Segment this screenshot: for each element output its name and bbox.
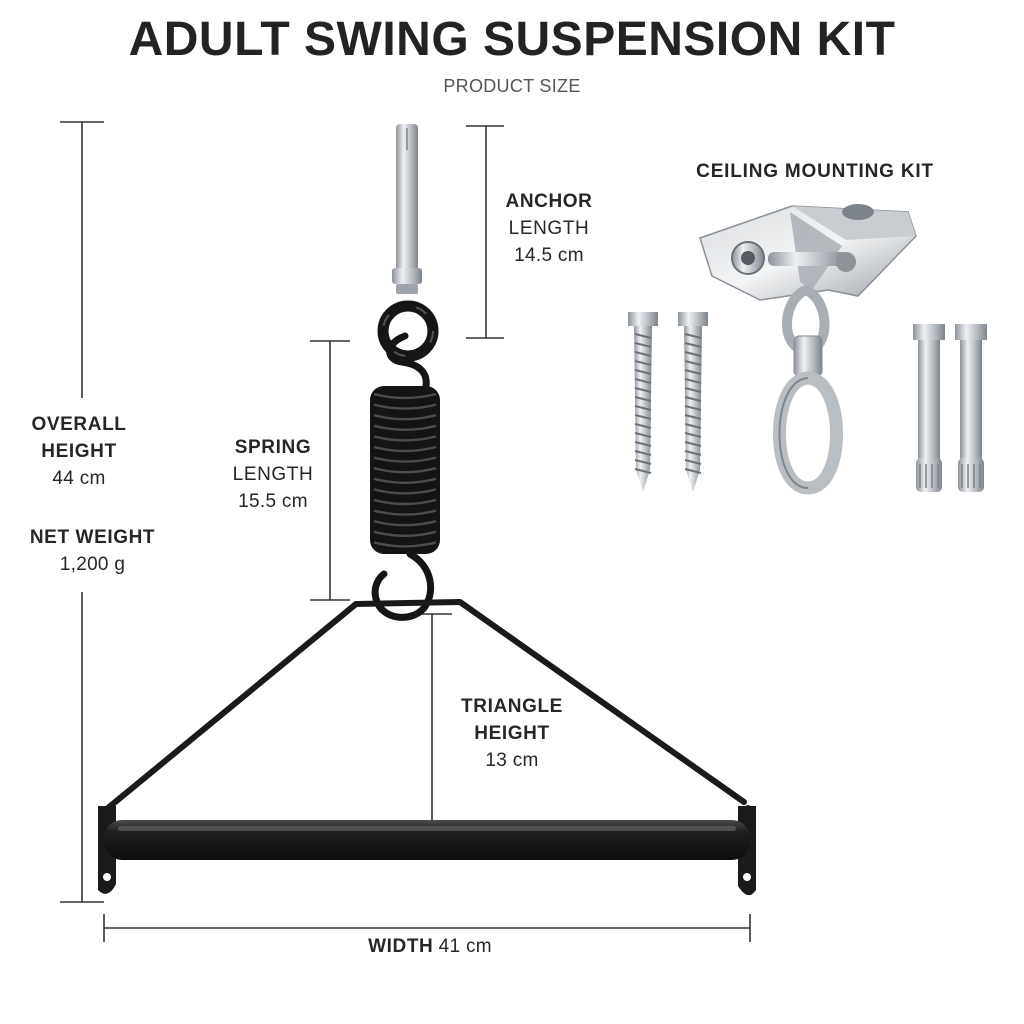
screw-thread (634, 468, 652, 474)
screw-thread (684, 432, 702, 438)
spring-coil (373, 456, 437, 463)
overall-height-value: 44 cm (52, 468, 106, 489)
width-title: WIDTH (368, 936, 434, 957)
anchor-length-label: ANCHOR LENGTH 14.5 cm (494, 188, 604, 269)
spring-coil (373, 530, 437, 537)
screw-thread (684, 423, 702, 429)
width-label: WIDTH 41 cm (320, 933, 540, 960)
screw-thread (634, 396, 652, 402)
lower-hook (371, 550, 435, 621)
page-subtitle: PRODUCT SIZE (443, 76, 581, 96)
spring-coil (373, 467, 437, 474)
anchor-length-title-1: ANCHOR (505, 191, 593, 212)
spring-length-value: 15.5 cm (238, 491, 308, 512)
spring-length-dimension (310, 340, 350, 601)
spring-coil (373, 435, 437, 442)
overall-height-title-2: HEIGHT (41, 441, 117, 462)
screw-thread (684, 360, 702, 366)
screw-thread (634, 432, 652, 438)
swivel-hook (773, 284, 843, 495)
coil-spring (370, 386, 440, 554)
spring-coil (373, 520, 437, 527)
screw-thread (634, 405, 652, 411)
screw-thread (634, 351, 652, 357)
spring-length-title-2: LENGTH (232, 464, 314, 485)
spring-length-title-1: SPRING (234, 437, 312, 458)
net-weight-label: NET WEIGHT 1,200 g (20, 524, 165, 578)
screw-thread (634, 369, 652, 375)
screw-thread (634, 387, 652, 393)
net-weight-title: NET WEIGHT (29, 527, 156, 548)
net-weight-value: 1,200 g (59, 554, 126, 575)
triangle-height-label: TRIANGLE HEIGHT 13 cm (432, 693, 592, 774)
screw-thread (634, 423, 652, 429)
spring-coil (373, 488, 437, 495)
spring-coil (373, 509, 437, 516)
spring-coil (373, 414, 437, 421)
screw-thread (684, 405, 702, 411)
anchor-sleeve-1 (913, 324, 945, 492)
spring-coil (373, 424, 437, 431)
screw-thread (684, 342, 702, 348)
triangle-height-title-2: HEIGHT (474, 723, 550, 744)
screw-thread (684, 369, 702, 375)
spring-coil (373, 445, 437, 453)
ceiling-kit-title: CEILING MOUNTING KIT (696, 161, 934, 182)
screw-thread (634, 441, 652, 447)
anchor-length-dimension (466, 125, 504, 339)
screw-thread (634, 450, 652, 456)
lag-screw-2 (678, 312, 708, 492)
screw-thread (634, 414, 652, 420)
spring-coil (373, 392, 437, 400)
lag-screw-1 (628, 312, 658, 492)
triangle-height-title-1: TRIANGLE (461, 696, 563, 717)
screw-thread (634, 360, 652, 366)
anchor-sleeve-2 (955, 324, 987, 492)
screw-thread (684, 459, 702, 465)
screw-thread (684, 351, 702, 357)
ceiling-mount-plate (699, 204, 917, 301)
spring-coil (373, 403, 437, 410)
anchor-length-value: 14.5 cm (514, 245, 584, 266)
spring-coil (373, 477, 437, 484)
screw-thread (684, 441, 702, 447)
swivel-ring (377, 300, 439, 390)
screw-thread (684, 450, 702, 456)
screw-thread (634, 333, 652, 339)
overall-height-title-1: OVERALL (31, 414, 127, 435)
spring-coil (373, 498, 437, 506)
overall-height-dimension (60, 121, 104, 903)
overall-height-label: OVERALL HEIGHT 44 cm (24, 411, 134, 492)
triangle-height-value: 13 cm (485, 750, 539, 771)
page-title: ADULT SWING SUSPENSION KIT (128, 13, 896, 66)
width-dimension (103, 914, 751, 942)
screw-thread (684, 387, 702, 393)
screw-thread (634, 342, 652, 348)
screw-thread (684, 333, 702, 339)
spring-coil (373, 541, 437, 548)
screw-thread (634, 459, 652, 465)
swing-bar (104, 820, 750, 860)
screw-thread (634, 378, 652, 384)
screw-thread (684, 396, 702, 402)
anchor-length-title-2: LENGTH (508, 218, 590, 239)
screw-thread (684, 378, 702, 384)
screw-thread (684, 468, 702, 474)
spring-length-label: SPRING LENGTH 15.5 cm (218, 434, 328, 515)
screw-thread (684, 414, 702, 420)
anchor-bolt (392, 124, 422, 294)
width-value: 41 cm (438, 936, 492, 957)
